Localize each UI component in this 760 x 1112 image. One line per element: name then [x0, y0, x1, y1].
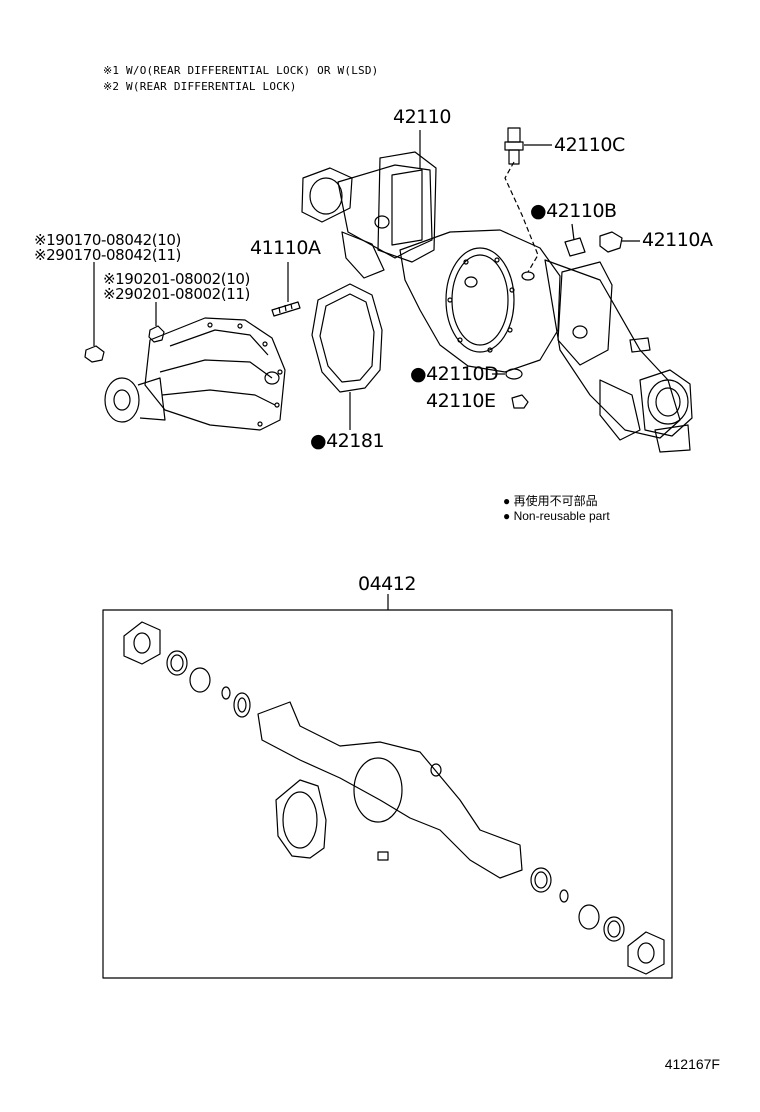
axle-housing[interactable]: [301, 151, 693, 453]
washer-42110b[interactable]: [564, 237, 586, 257]
label-42110[interactable]: 42110: [393, 106, 451, 128]
label-04412[interactable]: 04412: [358, 573, 416, 595]
illustration-id: 412167F: [664, 1056, 720, 1072]
note-2: ※2 W(REAR DIFFERENTIAL LOCK): [103, 80, 297, 93]
non-reusable-dot-icon: [530, 200, 546, 222]
breather-plug[interactable]: [504, 127, 524, 165]
label-nut-1[interactable]: ※190201-08002(10): [103, 270, 250, 288]
non-reusable-dot-icon: [310, 430, 326, 452]
nut-carrier[interactable]: [148, 325, 165, 343]
legend-dot-icon: [503, 509, 510, 523]
label-42110c[interactable]: 42110C: [554, 134, 625, 156]
carrier-gasket[interactable]: [311, 283, 383, 393]
label-41110a[interactable]: 41110A: [250, 237, 321, 259]
legend-en: Non-reusable part: [503, 509, 610, 523]
plug-42110d[interactable]: [505, 368, 523, 380]
stud-41110a[interactable]: [271, 301, 301, 317]
label-42110a[interactable]: 42110A: [642, 229, 713, 251]
label-bolt-1[interactable]: ※190170-08042(10): [34, 231, 181, 249]
kit-parts[interactable]: [123, 621, 665, 975]
label-42181[interactable]: 42181: [310, 430, 385, 452]
label-nut-2[interactable]: ※290201-08002(11): [103, 285, 250, 303]
gasket-kit-box[interactable]: [102, 609, 673, 979]
label-42110e[interactable]: 42110E: [426, 390, 496, 412]
label-42110b[interactable]: 42110B: [530, 200, 617, 222]
bolt-carrier[interactable]: [84, 345, 105, 363]
label-42110d[interactable]: 42110D: [410, 363, 499, 385]
plug-42110a[interactable]: [599, 231, 623, 253]
label-bolt-2[interactable]: ※290170-08042(11): [34, 246, 181, 264]
legend-dot-icon: [503, 494, 510, 508]
plug-42110e[interactable]: [511, 394, 529, 409]
note-1: ※1 W/O(REAR DIFFERENTIAL LOCK) OR W(LSD): [103, 64, 379, 77]
non-reusable-dot-icon: [410, 363, 426, 385]
legend-jp: 再使用不可部品: [503, 492, 598, 509]
differential-carrier[interactable]: [104, 317, 286, 431]
